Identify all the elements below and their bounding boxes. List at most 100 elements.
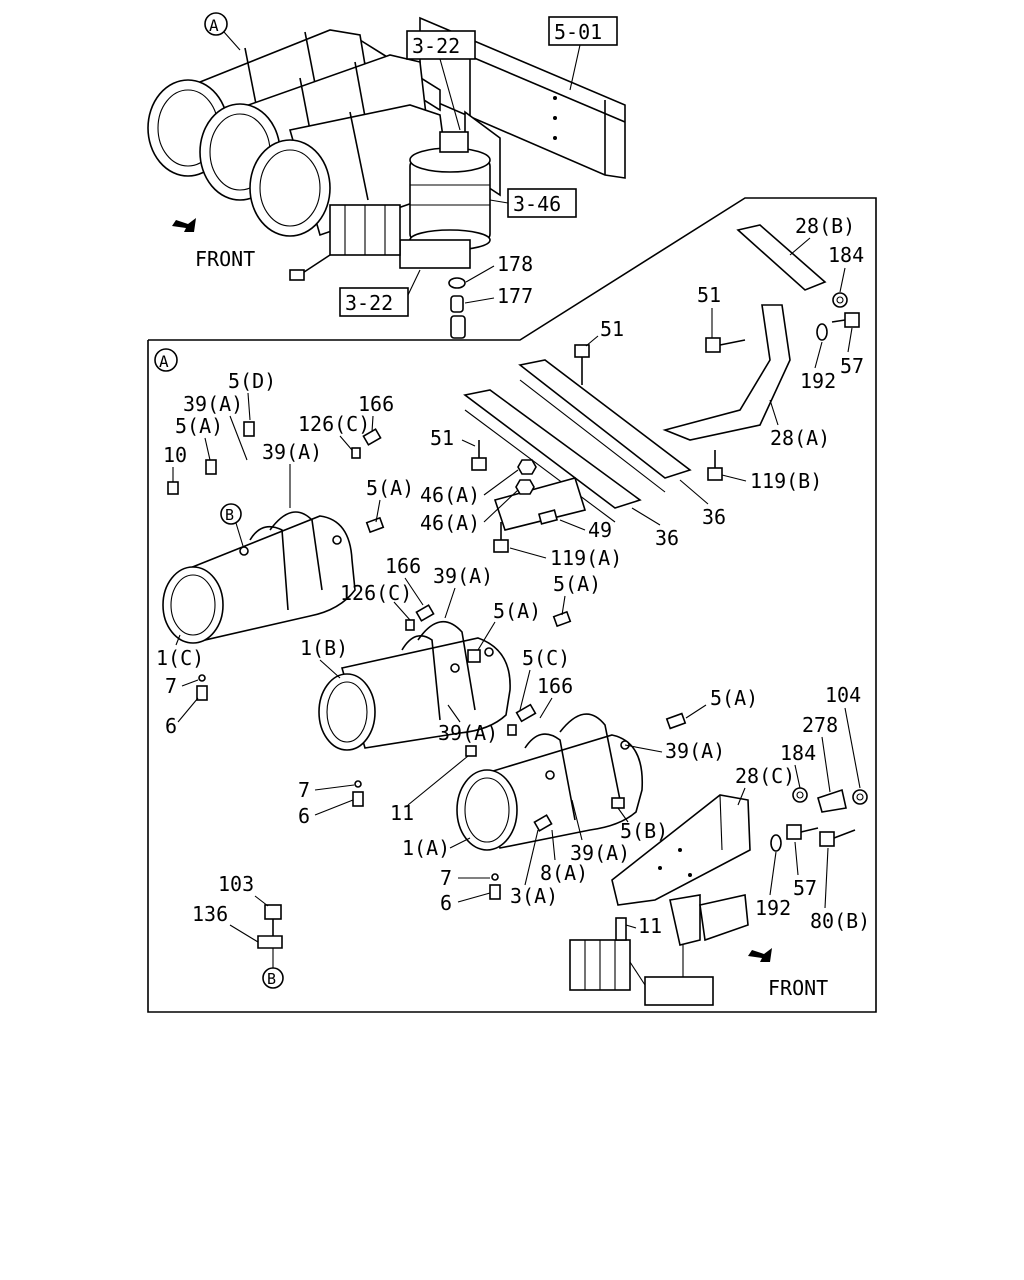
bolt-51-right (705, 337, 746, 353)
bracket-28c (611, 794, 751, 906)
bolt-51-top (574, 344, 590, 385)
top-assembly: FRONT A 3-22 5-01 3-46 3-22 (147, 12, 626, 339)
washer-184-mid (792, 787, 808, 803)
crossmember-group (463, 359, 692, 531)
bracket-lower (669, 894, 749, 946)
bolt-103 (264, 904, 282, 938)
washer-184-top (832, 292, 848, 308)
label-126c-1: 126(C) (298, 412, 370, 436)
label-11-b: 11 (638, 914, 662, 938)
label-46a-1: 46(A) (420, 483, 480, 507)
label-57-top: 57 (840, 354, 864, 378)
bracket-28b (736, 224, 827, 291)
label-36-right: 36 (702, 505, 726, 529)
label-7-a: 7 (165, 674, 177, 698)
label-166-b: 166 (385, 554, 421, 578)
crossmember-36-b (518, 359, 692, 479)
label-104: 104 (825, 683, 861, 707)
ref-box-3-22-mid: 3-22 (339, 269, 421, 317)
bracket-136 (257, 935, 283, 949)
label-57-mid: 57 (793, 876, 817, 900)
clip-278 (817, 788, 847, 813)
label-1a: 1(A) (402, 836, 450, 860)
part-177-shape (450, 295, 464, 313)
front-label-bottom: FRONT (768, 976, 828, 1000)
label-278: 278 (802, 713, 838, 737)
plug-shape (450, 315, 466, 339)
label-184-mid: 184 (780, 741, 816, 765)
svg-text:3-46: 3-46 (513, 192, 561, 216)
part-178-shape (448, 277, 466, 289)
svg-text:3-22: 3-22 (345, 291, 393, 315)
label-6-c: 6 (440, 891, 452, 915)
label-6-b: 6 (298, 804, 310, 828)
fittings (167, 421, 687, 900)
ref-box-3-46: 3-46 (489, 188, 577, 218)
svg-text:B: B (225, 506, 234, 524)
label-184-top: 184 (828, 243, 864, 267)
bolt-57-mid (786, 824, 819, 840)
label-5a-2: 5(A) (366, 476, 414, 500)
label-10: 10 (163, 443, 187, 467)
front-arrow-bottom-icon (748, 948, 772, 962)
crossmember-36-a (463, 389, 642, 509)
label-51-top: 51 (600, 317, 624, 341)
ref-box-3-22-top: 3-22 (406, 30, 476, 131)
label-136: 136 (192, 902, 228, 926)
tank-1a (456, 713, 644, 851)
label-39a-4: 39(A) (438, 721, 498, 745)
washer-192-top (816, 323, 828, 341)
tank-1c (162, 511, 356, 644)
label-5d: 5(D) (228, 369, 276, 393)
svg-text:B: B (267, 970, 276, 988)
label-1b: 1(B) (300, 636, 348, 660)
label-39a-3: 39(A) (433, 564, 493, 588)
washer-104 (852, 789, 868, 805)
label-39a-6: 39(A) (570, 841, 630, 865)
label-166-a: 166 (358, 392, 394, 416)
label-126c-2: 126(C) (340, 581, 412, 605)
label-5a-4: 5(A) (493, 599, 541, 623)
valve-block-bottom (569, 917, 631, 991)
label-166-c: 166 (537, 674, 573, 698)
label-7-b: 7 (298, 778, 310, 802)
ref-box-5-01: 5-01 (548, 16, 618, 91)
front-label-top: FRONT (195, 247, 255, 271)
front-arrow-top-icon (172, 218, 196, 232)
label-5b: 5(B) (620, 819, 668, 843)
label-28b: 28(B) (795, 214, 855, 238)
circle-tag-a-inset: A (154, 348, 178, 372)
label-5c: 5(C) (522, 646, 570, 670)
label-11-a: 11 (390, 801, 414, 825)
circle-tag-b-tank: B (220, 503, 244, 547)
label-8a: 8(A) (540, 861, 588, 885)
label-80b: 80(B) (810, 909, 870, 933)
label-36-mid: 36 (655, 526, 679, 550)
bolt-119a (493, 522, 509, 553)
air-dryer (399, 131, 491, 269)
label-6-a: 6 (165, 714, 177, 738)
label-51-left: 51 (430, 426, 454, 450)
label-192-top: 192 (800, 369, 836, 393)
label-5a-3: 5(A) (553, 572, 601, 596)
circle-tag-a-top: A (204, 12, 241, 51)
bolt-57-top (831, 312, 860, 328)
circle-tag-b-bottom: B (262, 948, 284, 989)
label-5a-5: 5(A) (710, 686, 758, 710)
bolt-119b (707, 450, 723, 481)
ref-box-3-22-bottom (629, 945, 714, 1006)
inset-frame (147, 197, 877, 1013)
part-labels: 28(B) 184 51 51 57 192 28(A) 51 119(B) 4… (156, 214, 870, 943)
label-1c: 1(C) (156, 646, 204, 670)
label-5a-1: 5(A) (175, 414, 223, 438)
label-39a-1: 39(A) (183, 392, 243, 416)
label-28a: 28(A) (770, 426, 830, 450)
label-178: 178 (497, 252, 533, 276)
label-3a: 3(A) (510, 884, 558, 908)
svg-text:A: A (209, 16, 219, 35)
bracket-28a (662, 304, 791, 441)
label-46a-2: 46(A) (420, 511, 480, 535)
label-51-right: 51 (697, 283, 721, 307)
label-192-mid: 192 (755, 896, 791, 920)
bolt-80b (819, 829, 856, 847)
